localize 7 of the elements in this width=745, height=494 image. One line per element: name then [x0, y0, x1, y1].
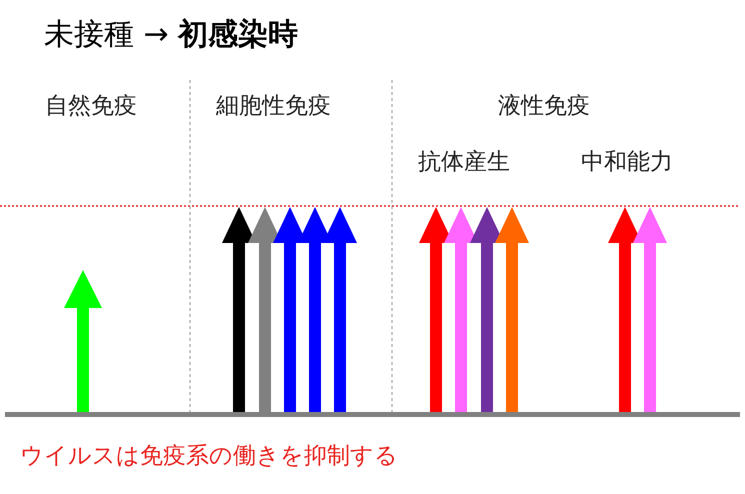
group-label: 自然免疫	[45, 92, 137, 121]
group-label: 細胞性免疫	[216, 92, 331, 121]
caption: ウイルスは免疫系の働きを抑制する	[20, 442, 398, 471]
group-label: 中和能力	[581, 148, 673, 177]
group-label: 抗体産生	[418, 148, 510, 177]
title: 未接種 → 初感染時	[44, 16, 298, 54]
group-label: 液性免疫	[498, 92, 590, 121]
